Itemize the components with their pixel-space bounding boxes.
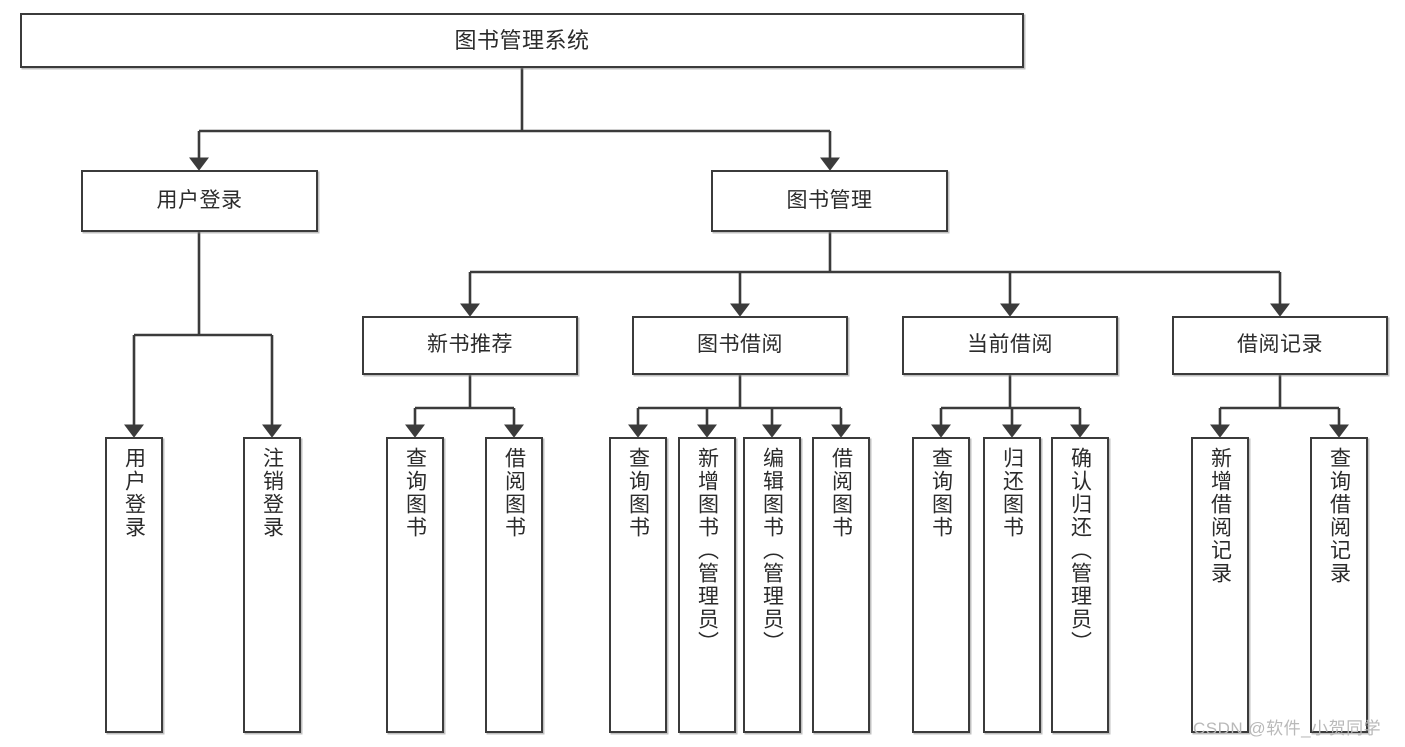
- node-leaf-borrow-book-2-label: 借阅图书: [829, 447, 853, 539]
- node-leaf-user-login-label: 用户登录: [122, 447, 146, 539]
- node-leaf-return-book[interactable]: 归还图书: [983, 437, 1041, 733]
- node-new-book-recommend-label: 新书推荐: [427, 333, 513, 357]
- node-current-borrow[interactable]: 当前借阅: [902, 316, 1118, 375]
- node-leaf-query-book-1[interactable]: 查询图书: [386, 437, 444, 733]
- node-leaf-borrow-book-2[interactable]: 借阅图书: [812, 437, 870, 733]
- node-leaf-query-record-label: 查询借阅记录: [1327, 447, 1351, 585]
- node-leaf-edit-book[interactable]: 编辑图书（管理员）: [743, 437, 801, 733]
- node-leaf-borrow-book-1-label: 借阅图书: [502, 447, 526, 539]
- node-book-manage[interactable]: 图书管理: [711, 170, 948, 232]
- node-leaf-add-record-label: 新增借阅记录: [1208, 447, 1232, 585]
- node-leaf-query-record[interactable]: 查询借阅记录: [1310, 437, 1368, 733]
- node-user-login[interactable]: 用户登录: [81, 170, 318, 232]
- node-book-borrow-label: 图书借阅: [697, 333, 783, 357]
- node-leaf-user-logout[interactable]: 注销登录: [243, 437, 301, 733]
- node-leaf-add-book[interactable]: 新增图书（管理员）: [678, 437, 736, 733]
- node-leaf-add-record[interactable]: 新增借阅记录: [1191, 437, 1249, 733]
- watermark-text: CSDN @软件_小贺同学: [1193, 719, 1382, 738]
- node-book-borrow[interactable]: 图书借阅: [632, 316, 848, 375]
- node-leaf-query-book-1-label: 查询图书: [403, 447, 427, 539]
- node-leaf-return-book-label: 归还图书: [1000, 447, 1024, 539]
- node-leaf-query-book-2-label: 查询图书: [626, 447, 650, 539]
- node-leaf-query-book-3[interactable]: 查询图书: [912, 437, 970, 733]
- node-leaf-user-logout-label: 注销登录: [260, 447, 284, 539]
- node-leaf-edit-book-label: 编辑图书（管理员）: [760, 447, 784, 654]
- node-borrow-records-label: 借阅记录: [1237, 333, 1323, 357]
- node-new-book-recommend[interactable]: 新书推荐: [362, 316, 578, 375]
- node-leaf-add-book-label: 新增图书（管理员）: [695, 447, 719, 654]
- node-root[interactable]: 图书管理系统: [20, 13, 1024, 68]
- node-leaf-borrow-book-1[interactable]: 借阅图书: [485, 437, 543, 733]
- node-borrow-records[interactable]: 借阅记录: [1172, 316, 1388, 375]
- node-current-borrow-label: 当前借阅: [967, 333, 1053, 357]
- node-leaf-query-book-3-label: 查询图书: [929, 447, 953, 539]
- node-leaf-user-login[interactable]: 用户登录: [105, 437, 163, 733]
- node-user-login-label: 用户登录: [156, 188, 243, 212]
- node-root-label: 图书管理系统: [454, 27, 590, 53]
- node-leaf-query-book-2[interactable]: 查询图书: [609, 437, 667, 733]
- node-leaf-confirm-return-label: 确认归还（管理员）: [1068, 447, 1092, 654]
- node-leaf-confirm-return[interactable]: 确认归还（管理员）: [1051, 437, 1109, 733]
- node-book-manage-label: 图书管理: [786, 188, 873, 212]
